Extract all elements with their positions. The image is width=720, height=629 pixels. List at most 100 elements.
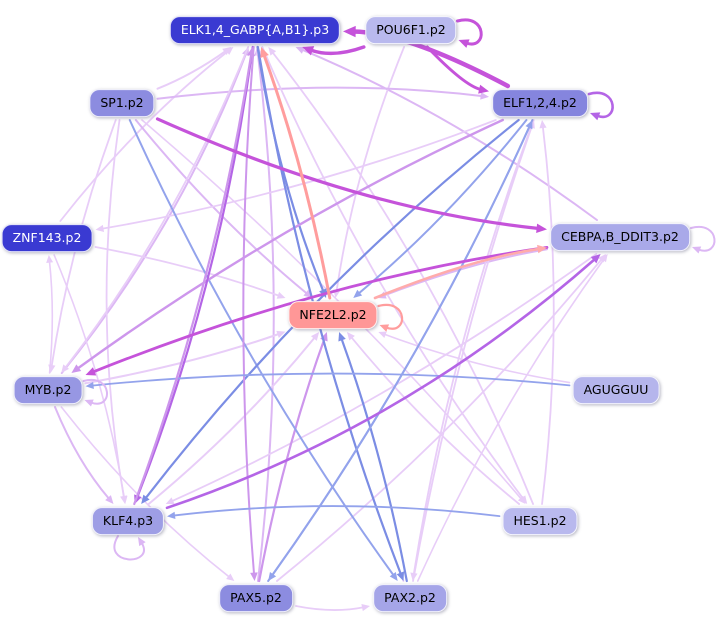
node-hes1[interactable]: HES1.p2 [502,507,578,535]
edge-elf1-pax5 [271,119,534,577]
edge-pou6f1-elf1 [425,45,483,92]
edge-znf143-nfe2l2 [94,246,281,297]
edge-klf4-elk1-arrow [247,47,255,57]
self-loop-nfe2l2 [377,303,404,330]
edge-myb-nfe2l2 [84,332,281,385]
edge-znf143-nfe2l2-arrow [276,291,286,299]
edge-sp1-elf1-arrow [480,92,489,100]
edge-hes1-elf1 [541,125,555,505]
edge-cebpa-elk1-arrow [295,46,305,54]
edge-elf1-pax5-arrow [268,571,277,581]
edge-znf143-klf4-arrow [120,495,128,504]
edge-elk1-klf4-arrow [134,494,142,504]
edge-sp1-nfe2l2-arrow [303,289,313,298]
edge-pax5-elk1 [256,52,275,582]
edge-elk1-myb-arrow [61,364,70,373]
edge-myb-nfe2l2-arrow [276,330,286,338]
edge-hes1-nfe2l2 [350,336,521,505]
edge-hes1-elf1-arrow [539,120,547,129]
edge-hes1-nfe2l2-arrow [346,332,355,341]
edge-pax5-nfe2l2-arrow [320,332,328,342]
edge-pax5-nfe2l2 [258,337,326,583]
node-klf4[interactable]: KLF4.p3 [91,507,165,535]
node-sp1[interactable]: SP1.p2 [89,89,155,117]
edge-sp1-klf4 [105,119,125,499]
edge-elf1-myb-arrow [71,364,82,373]
edge-sp1-cebpa [155,117,541,231]
node-pou6f1[interactable]: POU6F1.p2 [365,16,457,44]
edge-sp1-hes1-arrow [517,495,526,504]
edge-agugguu-myb [91,372,571,387]
edge-nfe2l2-cebpa [373,247,541,300]
edge-sp1-klf4-arrow [120,495,128,504]
node-cebpa[interactable]: CEBPA,B_DDIT3.p2 [550,223,690,251]
node-nfe2l2[interactable]: NFE2L2.p2 [288,301,378,329]
edge-znf143-elk1-arrow [224,47,234,55]
edge-klf4-cebpa-arrow [590,254,601,264]
edge-myb-znf143 [48,260,54,374]
edge-pax5-cebpa-arrow [598,254,606,263]
edge-sp1-pax2-arrow [389,571,398,581]
self-loop-elf1-arrow [590,112,601,121]
edge-pax5-pax2-arrow [361,604,370,612]
edge-elf1-nfe2l2-arrow [353,289,363,298]
edge-pax5-elf1 [267,125,531,582]
edge-elf1-myb [76,118,504,370]
edge-elk1-hes1-arrow [519,495,528,504]
edge-sp1-elk1-arrow [222,47,232,55]
edge-cebpa-elk1 [300,48,598,221]
edge-pou6f1-nfe2l2-arrow [333,289,341,298]
edge-hes1-elk1 [271,51,534,505]
edge-nfe2l2-cebpa-arrow [537,244,547,254]
edge-cebpa-nfe2l2 [382,248,548,297]
edge-elk1-pax2-arrow [396,571,405,581]
edge-myb-elk1-arrow [242,47,250,57]
edge-pax2-nfe2l2-arrow [338,332,346,342]
node-elk1[interactable]: ELK1,4_GABP{A,B1}.p3 [169,16,341,44]
self-loop-klf4 [113,535,145,561]
edge-cebpa-myb-arrow [85,367,97,376]
edge-agugguu-myb-arrow [85,381,94,390]
node-pax5[interactable]: PAX5.p2 [219,584,293,612]
self-loop-myb [82,378,108,405]
edge-pax2-cebpa-arrow [600,254,608,263]
edge-nfe2l2-elk1 [262,53,332,300]
edge-myb-znf143-arrow [46,255,54,264]
node-znf143[interactable]: ZNF143.p2 [1,224,93,252]
edge-hes1-elk1-arrow [268,47,277,56]
node-myb[interactable]: MYB.p2 [13,376,83,404]
edge-pax2-nfe2l2 [340,337,408,583]
edge-agugguu-nfe2l2 [383,333,571,384]
self-loop-klf4-arrow [138,537,146,547]
edge-cebpa-klf4-arrow [165,497,175,504]
edge-sp1-myb-arrow [48,364,56,373]
edge-sp1-cebpa-arrow [536,223,547,233]
node-agugguu[interactable]: AGUGGUU [572,376,660,404]
edge-pax5-elk1-arrow [254,47,262,56]
edge-elf1-nfe2l2 [357,119,528,295]
edge-pou6f1-nfe2l2 [335,46,405,293]
edge-elk1-hes1 [261,46,525,500]
edge-elf1-znf143 [100,119,497,230]
edge-elk1-pax5 [242,46,256,576]
edge-cebpa-klf4 [170,253,598,503]
edge-elk1-nfe2l2 [256,45,325,293]
edge-sp1-pax2 [128,119,395,577]
edge-klf4-nfe2l2-arrow [310,332,320,341]
edge-klf4-elk1 [133,52,253,506]
edge-elf1-klf4-arrow [141,494,150,504]
edge-pou6f1-elk1 [308,45,366,56]
node-pax2[interactable]: PAX2.p2 [373,584,447,612]
self-loop-cebpa-arrow [692,246,702,254]
self-loop-cebpa [690,225,716,252]
self-loop-pou6f1-arrow [458,39,470,48]
edge-elk1-nfe2l2-arrow [319,288,327,298]
self-loop-pou6f1 [456,18,483,46]
edge-elf1-znf143-arrow [95,224,105,233]
edge-elk1-pax5-arrow [250,572,258,581]
node-elf1[interactable]: ELF1,2,4.p2 [492,89,588,117]
edge-myb-klf4-arrow [105,495,114,504]
edge-cebpa-nfe2l2-arrow [377,291,387,299]
edge-elk1-klf4 [136,45,254,499]
edge-klf4-cebpa [165,257,597,510]
